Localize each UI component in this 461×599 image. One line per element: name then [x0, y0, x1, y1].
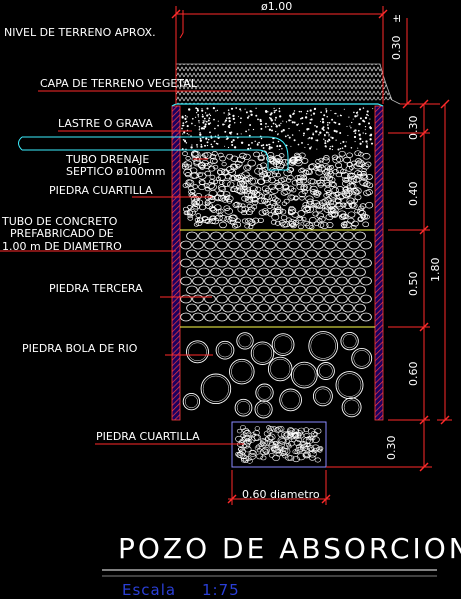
- label-concrete-tube-line2: PREFABRICADO DE: [10, 227, 114, 240]
- label-drain-pipe-line2: SEPTICO ø100mm: [66, 165, 166, 178]
- label-topsoil: CAPA DE TERRENO VEGETAL: [40, 77, 198, 90]
- dim-third-depth: 0.50: [407, 272, 420, 297]
- dim-base-depth: 0.30: [385, 436, 398, 461]
- right-wall: [374, 105, 384, 421]
- label-stone-third: PIEDRA TERCERA: [49, 282, 143, 295]
- label-stone-quarter-bottom: PIEDRA CUARTILLA: [96, 430, 200, 443]
- label-ballast: LASTRE O GRAVA: [58, 117, 153, 130]
- dimension-ticks: [171, 9, 450, 504]
- label-concrete-tube-line1: TUBO DE CONCRETO: [1, 215, 118, 228]
- stone-fill: [180, 107, 374, 419]
- label-drain-pipe-line1: TUBO DRENAJE: [65, 153, 149, 166]
- dim-base-width: 0.60 diametro: [242, 488, 320, 501]
- scale-label: Escala: [122, 581, 176, 599]
- label-ground-level: NIVEL DE TERRENO APROX.: [4, 26, 156, 39]
- left-wall: [171, 105, 181, 421]
- drawing-title: POZO DE ABSORCION: [118, 532, 461, 565]
- dim-river-depth: 0.60: [407, 362, 420, 387]
- dim-plus-minus: ±: [390, 14, 403, 23]
- dim-topsoil-depth: 0.30: [390, 36, 403, 61]
- label-river-stone: PIEDRA BOLA DE RIO: [22, 342, 138, 355]
- scale-value: 1:75: [202, 581, 240, 599]
- dim-ballast-depth: 0.30: [407, 116, 420, 141]
- dimension-lines: [175, 6, 452, 505]
- dim-quarter-depth: 0.40: [407, 182, 420, 207]
- label-stone-quarter-top: PIEDRA CUARTILLA: [49, 184, 153, 197]
- ground-surface-line: [171, 103, 384, 107]
- label-concrete-tube-line3: 1.00 m DE DIAMETRO: [2, 240, 122, 253]
- dim-diameter-top: ø1.00: [261, 0, 292, 13]
- base-stone-fill: [235, 425, 324, 464]
- drain-pipe: [18, 136, 289, 171]
- topsoil-layer: [176, 63, 401, 105]
- dim-total-depth: 1.80: [429, 258, 442, 283]
